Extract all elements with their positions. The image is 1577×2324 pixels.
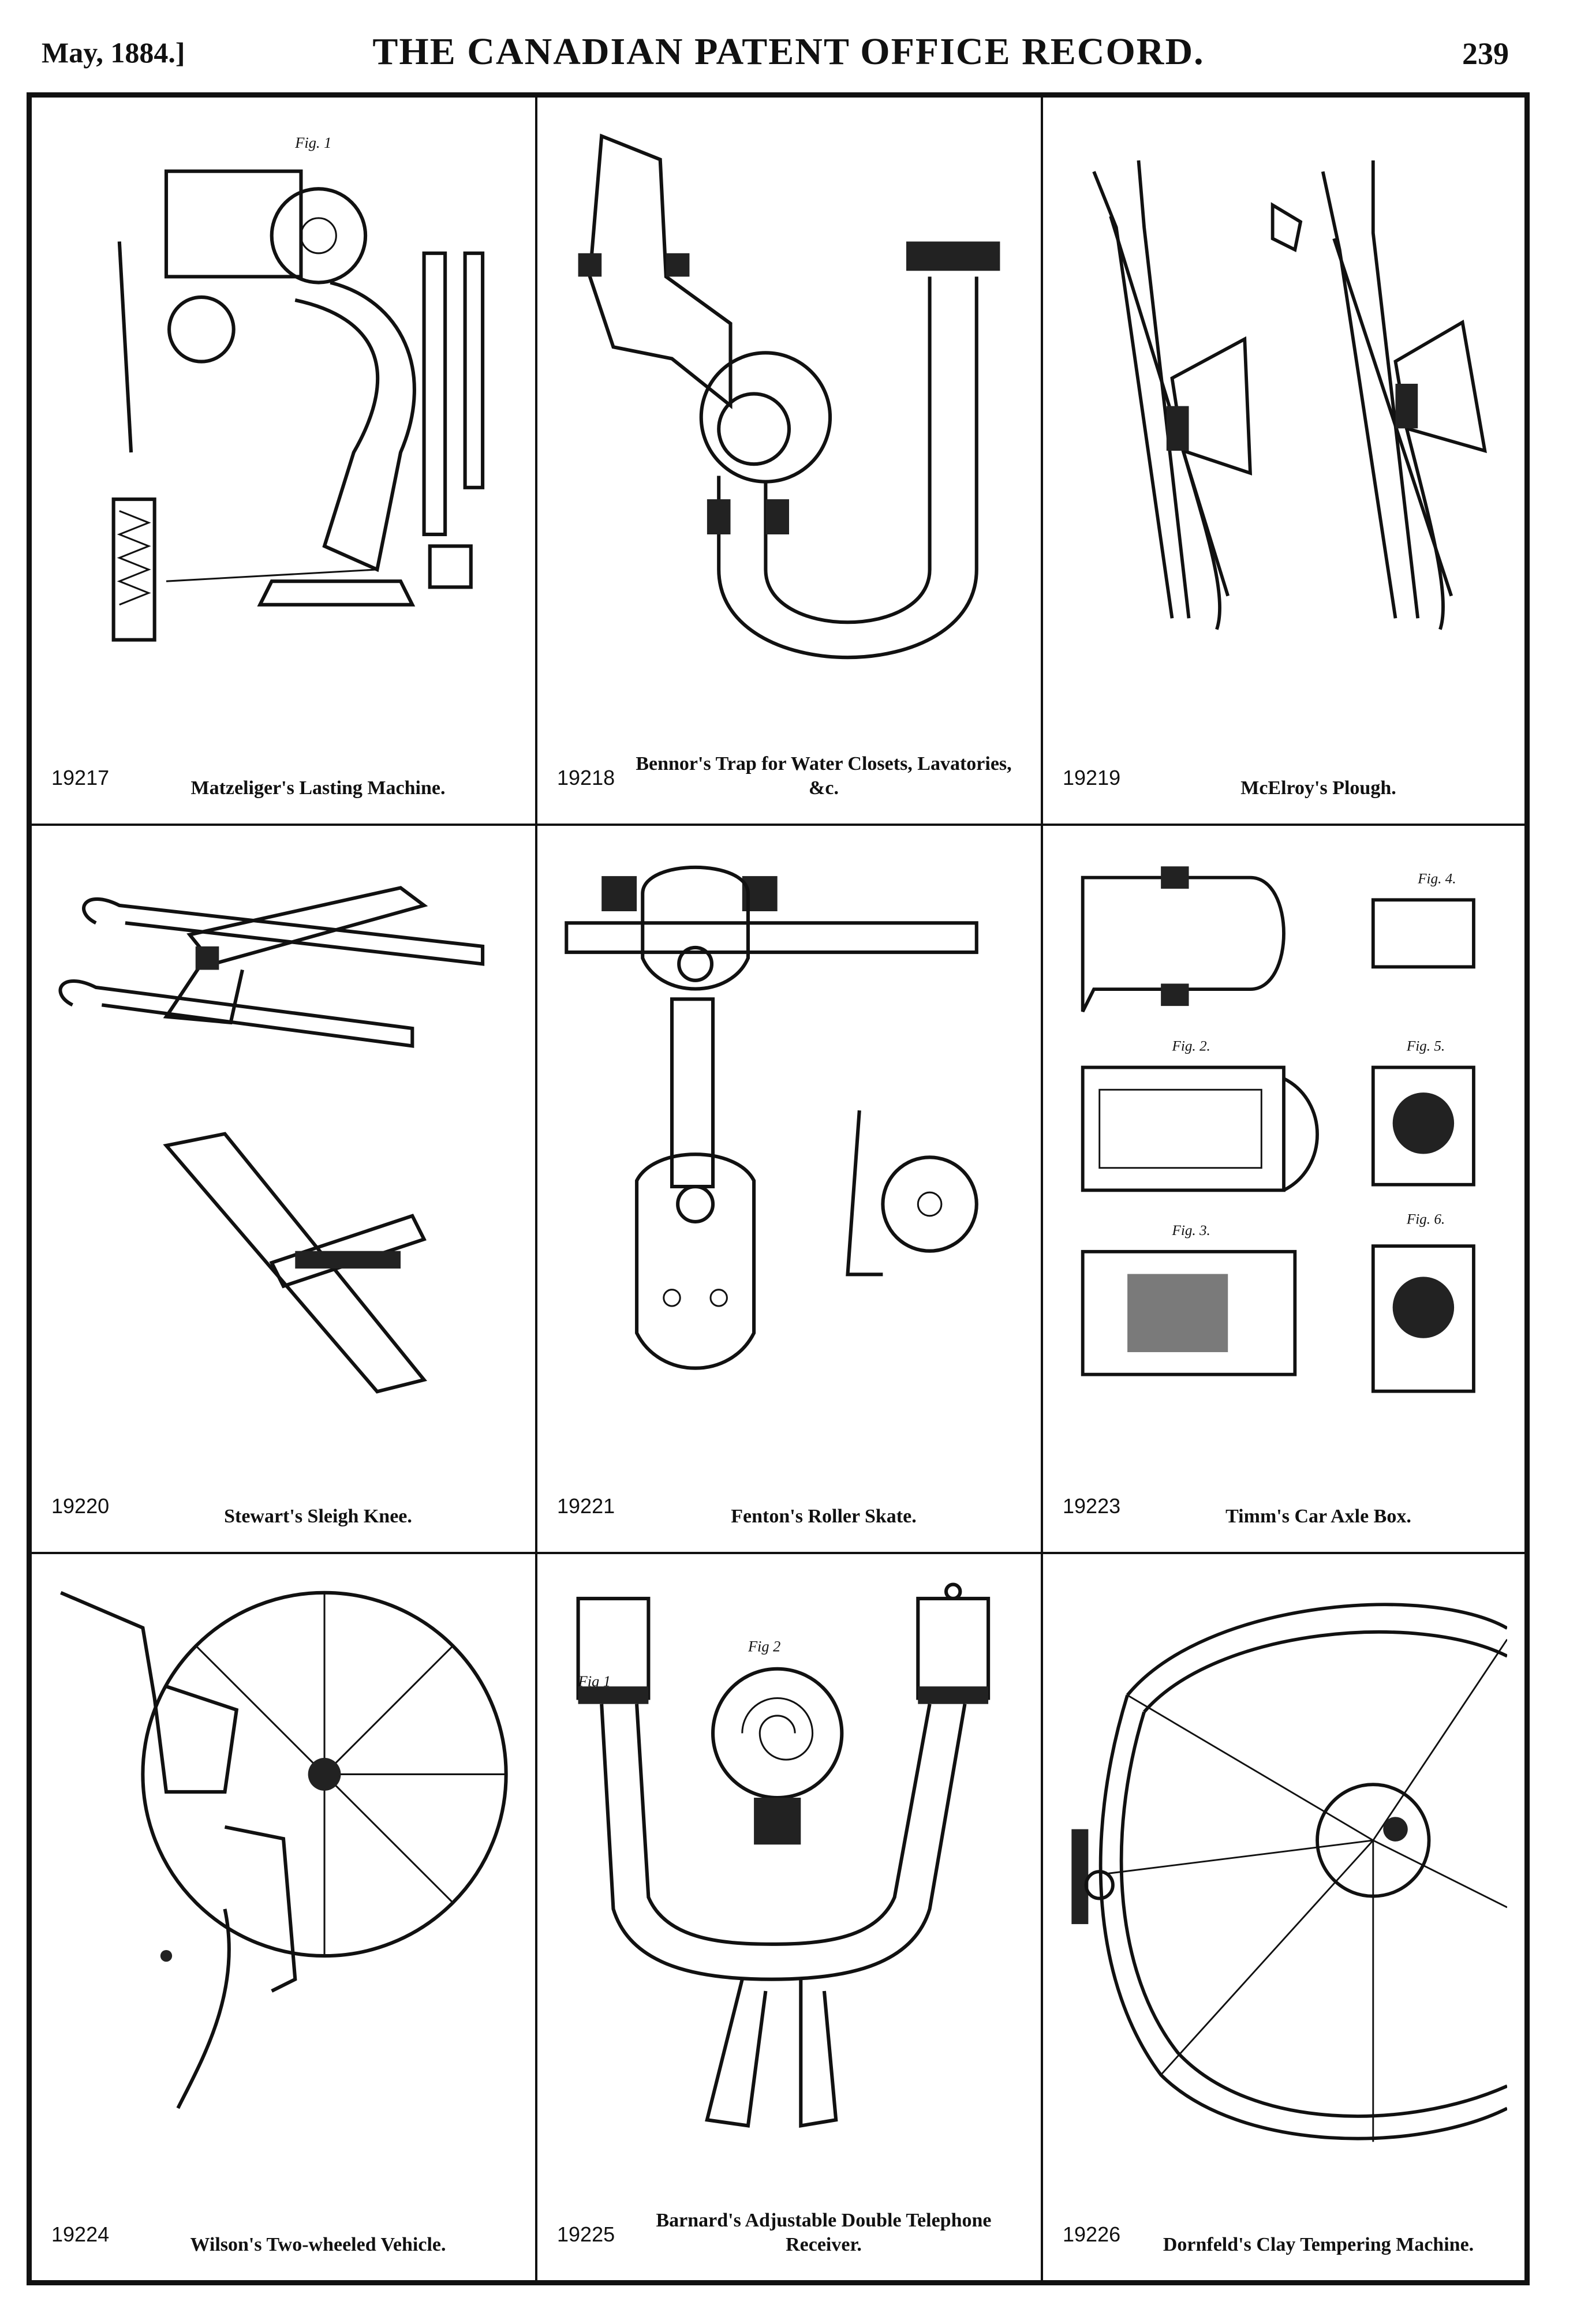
patent-caption: Stewart's Sleigh Knee.	[224, 1506, 412, 1527]
svg-text:Fig. 6.: Fig. 6.	[1406, 1211, 1445, 1227]
patent-number: 19219	[1063, 766, 1121, 789]
clay-tempering-machine-drawing	[1060, 1571, 1508, 2176]
page-header: May, 1884.] THE CANADIAN PATENT OFFICE R…	[0, 0, 1577, 87]
patent-caption: Matzeliger's Lasting Machine.	[190, 777, 446, 799]
patent-panel-19223: Fig. 4. Fig. 2. Fig. 5. Fig. 3.	[1043, 826, 1524, 1554]
roller-skate-drawing	[555, 843, 1023, 1448]
axle-box-fig-6	[1371, 1244, 1475, 1393]
patent-caption: Wilson's Two-wheeled Vehicle.	[190, 2234, 446, 2255]
axle-box-fig-3	[1081, 1249, 1297, 1376]
patent-number: 19225	[557, 2222, 615, 2246]
patent-caption: Fenton's Roller Skate.	[731, 1506, 917, 1527]
axle-box-fig-5	[1371, 1065, 1475, 1187]
patent-caption: Timm's Car Axle Box.	[1225, 1506, 1411, 1527]
patent-panel-19219: 19219 McElroy's Plough.	[1043, 98, 1524, 826]
two-wheeled-vehicle-drawing	[49, 1571, 518, 2176]
axle-box-fig-2	[1081, 1065, 1319, 1192]
svg-text:Fig. 4.: Fig. 4.	[1417, 871, 1456, 886]
page-number: 239	[1462, 36, 1509, 71]
svg-text:Fig. 5.: Fig. 5.	[1406, 1039, 1445, 1054]
sleigh-knee-drawing	[49, 843, 518, 1448]
patent-panel-19224: 19224 Wilson's Two-wheeled Vehicle.	[32, 1554, 537, 2280]
patent-number: 19224	[51, 2222, 110, 2246]
patent-caption: Barnard's Adjustable Double Telephone Re…	[656, 2210, 992, 2255]
plough-left-view	[1092, 160, 1253, 630]
plough-drawing	[1060, 115, 1507, 720]
patent-caption: Bennor's Trap for Water Closets, Lavator…	[636, 753, 1012, 799]
axle-box-fig-1	[1081, 866, 1285, 1013]
patent-grid: Fig. 1 19217 Matzeliger's Las	[32, 98, 1524, 2280]
patent-caption: Dornfeld's Clay Tempering Machine.	[1163, 2234, 1474, 2255]
patent-panel-19217: Fig. 1 19217 Matzeliger's Las	[32, 98, 537, 826]
svg-text:Fig 2: Fig 2	[748, 1637, 780, 1655]
patent-number: 19223	[1063, 1494, 1121, 1518]
publication-title: THE CANADIAN PATENT OFFICE RECORD.	[372, 31, 1205, 73]
patent-panel-19220: 19220 Stewart's Sleigh Knee.	[32, 826, 537, 1554]
patent-panel-19221: 19221 Fenton's Roller Skate.	[537, 826, 1043, 1554]
telephone-receiver-drawing: Fig 1 Fig 2	[555, 1571, 1023, 2176]
water-trap-drawing	[555, 115, 1023, 720]
axle-box-drawing: Fig. 4. Fig. 2. Fig. 5. Fig. 3.	[1060, 843, 1507, 1448]
lasting-machine-drawing: Fig. 1	[49, 115, 518, 720]
patent-plate-frame: Fig. 1 19217 Matzeliger's Las	[27, 92, 1530, 2285]
svg-text:Fig. 2.: Fig. 2.	[1172, 1039, 1210, 1054]
svg-text:Fig. 3.: Fig. 3.	[1172, 1223, 1210, 1238]
patent-caption: McElroy's Plough.	[1240, 777, 1396, 799]
patent-number: 19220	[51, 1494, 110, 1518]
patent-number: 19221	[557, 1494, 615, 1518]
patent-panel-19226: 19226 Dornfeld's Clay Tempering Machine.	[1043, 1554, 1524, 2280]
patent-panel-19218: 19218 Bennor's Trap for Water Closets, L…	[537, 98, 1043, 826]
patent-number: 19226	[1063, 2222, 1121, 2246]
patent-panel-19225: Fig 1 Fig 2 19225 Barnard's Ad	[537, 1554, 1043, 2280]
svg-text:Fig. 1: Fig. 1	[294, 134, 331, 151]
issue-date: May, 1884.]	[42, 36, 185, 69]
patent-number: 19217	[51, 766, 110, 789]
plough-right-view	[1321, 160, 1487, 630]
patent-number: 19218	[557, 766, 615, 789]
